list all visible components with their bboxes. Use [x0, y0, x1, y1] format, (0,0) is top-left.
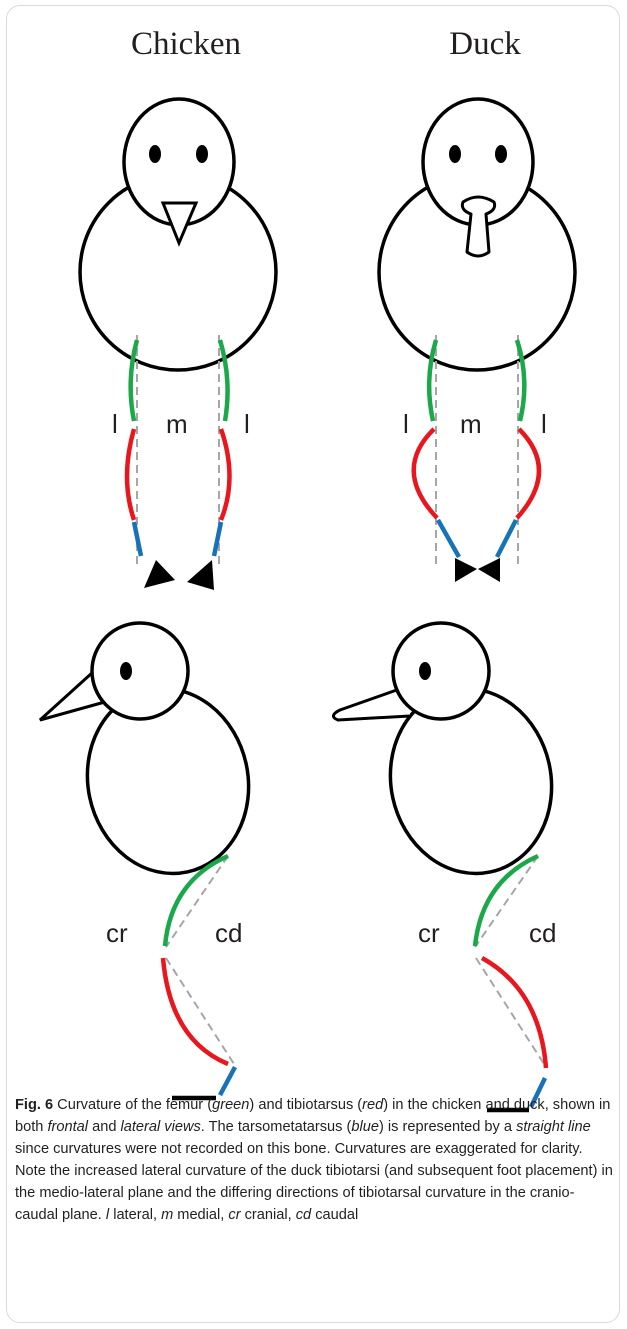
chicken-left-eye [149, 145, 161, 163]
chicken-lateral-head [90, 621, 190, 721]
duck-right-tibiotarsus [515, 427, 542, 520]
chicken-lateral-tarsometatarsus [218, 1065, 237, 1097]
chicken-frontal-label-lateral-right: l [244, 409, 250, 439]
chicken-frontal-label-lateral-left: l [112, 409, 118, 439]
caption-text: and [88, 1119, 121, 1135]
duck-frontal-label-lateral-left: l [403, 409, 409, 439]
caption-italic: cr [228, 1207, 241, 1223]
figure-frame [6, 5, 620, 1323]
caption-text: Curvature of the femur ( [53, 1097, 213, 1113]
caption-italic: red [362, 1097, 384, 1113]
chicken-lateral-view: cr cd [38, 621, 251, 1101]
duck-frontal-bill [460, 195, 497, 258]
caption-text: medial, [173, 1207, 229, 1223]
duck-left-foot [455, 558, 477, 582]
caption-text: ) is represented by a [378, 1119, 517, 1135]
chicken-lateral-label-caudal: cd [215, 918, 242, 948]
caption-text: cranial, [240, 1207, 296, 1223]
chicken-left-foot [144, 560, 175, 588]
duck-lateral-label-cranial: cr [418, 918, 440, 948]
chicken-left-tibiotarsus [124, 428, 137, 521]
chicken-femur-reference-line [165, 855, 229, 948]
caption-text: since curvatures were not recorded on th… [15, 1141, 613, 1223]
duck-left-tibiotarsus [411, 427, 439, 520]
caption-text: ) in the chicken and duck, shown in both [15, 1097, 611, 1135]
chicken-lateral-femur [162, 853, 229, 947]
duck-lateral-tarsometatarsus [528, 1077, 548, 1108]
duck-lateral-bill [332, 684, 411, 722]
caption-italic: lateral views [120, 1119, 201, 1135]
chicken-right-eye [196, 145, 208, 163]
duck-lateral-eye [419, 662, 431, 680]
chicken-right-tarsometatarsus [211, 521, 224, 557]
chicken-right-femur [217, 339, 230, 422]
chicken-frontal-view: l m l [78, 97, 278, 590]
duck-right-foot [478, 558, 500, 582]
duck-frontal-label-lateral-right: l [541, 409, 547, 439]
caption-italic: cd [295, 1207, 312, 1223]
duck-lateral-head [391, 621, 491, 721]
chicken-right-foot [187, 560, 214, 590]
duck-lateral-tibiotarsus [480, 956, 549, 1069]
chicken-frontal-label-medial: m [166, 409, 188, 439]
duck-column-title: Duck [449, 26, 521, 62]
caption-fig-label: Fig. 6 [15, 1097, 54, 1113]
duck-right-eye [495, 145, 507, 163]
caption-italic: m [161, 1207, 174, 1223]
caption-italic: green [212, 1097, 250, 1113]
duck-left-eye [449, 145, 461, 163]
caption-text: caudal [311, 1207, 359, 1223]
duck-left-tarsometatarsus [436, 518, 461, 559]
chicken-tibiotarsus-reference-line [165, 957, 235, 1065]
chicken-column-title: Chicken [131, 26, 241, 62]
duck-right-tarsometatarsus [494, 518, 519, 559]
caption-italic: straight line [516, 1119, 591, 1135]
duck-left-femur [426, 339, 439, 422]
duck-right-femur [514, 339, 527, 422]
chicken-lateral-label-cranial: cr [106, 918, 128, 948]
caption-italic: l [105, 1207, 110, 1223]
chicken-lateral-eye [120, 662, 132, 680]
chicken-left-tarsometatarsus [131, 521, 144, 557]
duck-lateral-label-caudal: cd [529, 918, 556, 948]
duck-lateral-femur [472, 853, 539, 947]
duck-femur-reference-line [474, 855, 539, 948]
figure-caption: Fig. 6 Curvature of the femur (green) an… [15, 1094, 613, 1226]
chicken-frontal-beak [160, 201, 199, 247]
duck-frontal-label-medial: m [460, 409, 482, 439]
chicken-lateral-tibiotarsus [160, 957, 229, 1067]
caption-italic: frontal [47, 1119, 89, 1135]
duck-tibiotarsus-reference-line [475, 957, 547, 1068]
caption-text: ) and tibiotarsus ( [249, 1097, 363, 1113]
chicken-right-tibiotarsus [218, 428, 232, 521]
duck-lateral-view: cr cd [332, 621, 556, 1113]
caption-text: . The tarsometatarsus ( [200, 1119, 352, 1135]
duck-frontal-view: l m l [377, 97, 577, 582]
caption-italic: blue [351, 1119, 379, 1135]
caption-text: lateral, [109, 1207, 162, 1223]
chicken-left-femur [128, 339, 140, 422]
